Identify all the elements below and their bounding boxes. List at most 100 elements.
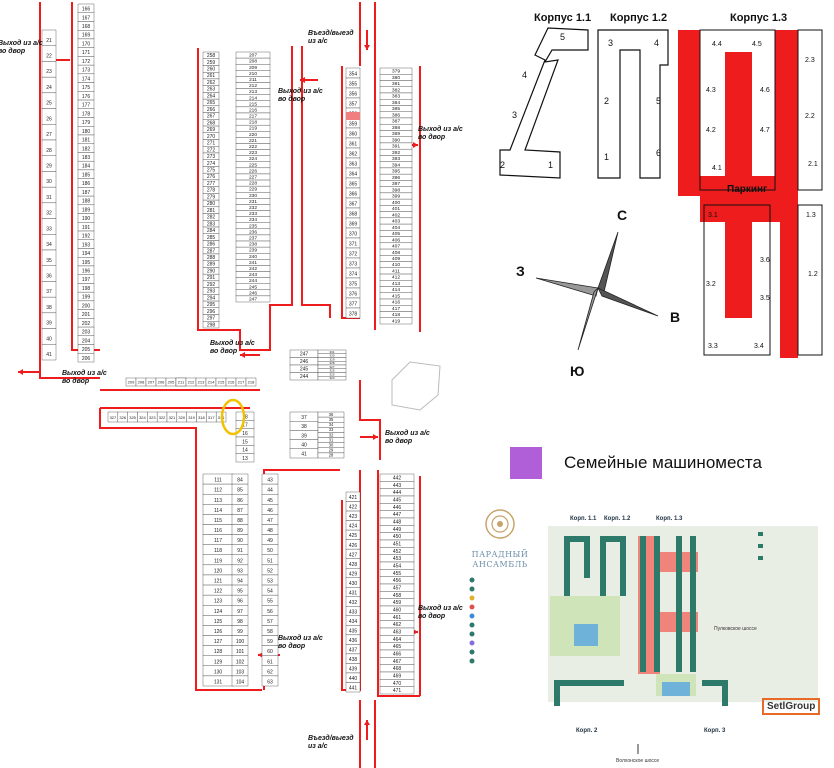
parking-spot-number: 126 xyxy=(214,629,223,635)
parking-spot-number: 213 xyxy=(198,380,205,385)
road-right-label: Пулковское шоссе xyxy=(714,626,757,632)
section-number: 4.3 xyxy=(706,87,716,94)
section-number: 3.4 xyxy=(754,343,764,350)
parking-spot-number: 274 xyxy=(207,161,216,167)
compass-north: С xyxy=(617,207,628,223)
parking-spot-number: 131 xyxy=(214,679,223,685)
parking-spot-number: 47 xyxy=(267,518,273,524)
parking-footprint xyxy=(678,30,798,358)
parking-spot-number: 397 xyxy=(392,181,401,187)
parking-spot-number: 210 xyxy=(249,71,257,77)
entry-exit-label-bottom: Въезд/выезд из а/с xyxy=(308,735,354,750)
parking-spot-number: 22 xyxy=(46,54,52,60)
parking-spot-number: 457 xyxy=(393,586,402,592)
parking-spot-number: 113 xyxy=(214,498,222,504)
parking-spot-number: 372 xyxy=(349,252,358,258)
parking-spot-number: 269 xyxy=(207,127,216,133)
parking-spot-number: 453 xyxy=(393,556,402,562)
parking-spot-number: 241 xyxy=(249,260,257,266)
parking-spot-number: 360 xyxy=(349,132,358,138)
parking-spot-number: 355 xyxy=(349,82,358,88)
parking-spot-number: 45 xyxy=(267,498,273,504)
parking-spot-number: 215 xyxy=(218,380,225,385)
parking-spot-number: 390 xyxy=(392,137,401,143)
parking-spot-number: 232 xyxy=(249,205,257,211)
parking-spot-number: 122 xyxy=(214,589,223,595)
parking-spot-number: 60 xyxy=(267,649,273,655)
parking-spot-number: 470 xyxy=(393,681,402,687)
parking-spot-number: 209 xyxy=(249,65,257,71)
parking-spot-number: 396 xyxy=(392,175,401,181)
parking-spot-number: 429 xyxy=(349,571,358,577)
exit-label-6: Выход из а/с во двор xyxy=(385,430,430,445)
parking-spot-number: 409 xyxy=(392,256,401,262)
parking-spot-number: 62 xyxy=(267,669,273,675)
parking-spot-number: 261 xyxy=(207,73,216,79)
parking-spot-number: 172 xyxy=(82,59,91,65)
parking-spot-number: 288 xyxy=(207,255,216,261)
parking-spot-number: 29 xyxy=(46,164,52,170)
parking-spot-number: 407 xyxy=(392,244,401,250)
parking-spot-number: 392 xyxy=(392,150,401,156)
parking-spot-number: 448 xyxy=(393,520,402,526)
spot-column: 2122232425262728293031323334353637383940… xyxy=(41,29,57,361)
parking-spot-number: 189 xyxy=(82,207,91,213)
parking-spot-number: 94 xyxy=(237,579,243,585)
parking-spot-number: 367 xyxy=(349,202,358,208)
parking-spot-number: 96 xyxy=(237,599,243,605)
parking-spot-number: 240 xyxy=(249,254,257,260)
parking-spot-number: 459 xyxy=(393,600,402,606)
exit-label-5: Выход из а/с во двор xyxy=(62,370,107,385)
parking-spot-number: 28 xyxy=(46,148,52,154)
legend-label: Семейные машиноместа xyxy=(564,453,762,472)
parking-spot-number: 178 xyxy=(82,111,91,117)
parking-spot-number: 369 xyxy=(349,222,358,228)
parking-spot xyxy=(379,686,415,695)
parking-spot-number: 48 xyxy=(267,528,273,534)
parking-spot-number: 177 xyxy=(82,103,91,109)
parking-spot-number: 400 xyxy=(392,200,401,206)
building-1-1-title: Корпус 1.1 xyxy=(534,12,592,24)
parking-spot-number: 373 xyxy=(349,262,358,268)
section-number: 2 xyxy=(500,160,505,170)
parking-spot-number: 29 xyxy=(329,448,334,453)
spot-column: 3543553563573583593603613623633643653663… xyxy=(345,67,361,319)
parking-spot-number: 28 xyxy=(329,453,334,458)
parking-spot-number: 39 xyxy=(46,321,52,327)
parking-spot-number: 243 xyxy=(249,272,257,278)
parking-spot-number: 385 xyxy=(392,106,401,112)
parking-spot-number: 188 xyxy=(82,199,91,205)
parking-spot-number: 30 xyxy=(46,179,52,185)
compass-west: З xyxy=(516,263,525,279)
section-number: 3.1 xyxy=(708,212,718,219)
parking-spot-number: 175 xyxy=(82,85,91,91)
parking-spot-number: 37 xyxy=(301,415,307,421)
parking-spot-number: 403 xyxy=(392,219,401,225)
section-number: 3.3 xyxy=(708,343,718,350)
parking-spot-number: 279 xyxy=(207,194,216,200)
parking-spot-number: 365 xyxy=(349,182,358,188)
minimap-corp-1-1: Корп. 1.1 xyxy=(570,516,597,522)
parking-spot-number: 99 xyxy=(237,629,243,635)
parking-spot-number: 170 xyxy=(82,41,91,47)
parking-spot-number: 405 xyxy=(392,231,401,237)
parking-spot-number: 112 xyxy=(214,488,222,494)
parking-spot xyxy=(317,452,345,459)
parking-spot-number: 54 xyxy=(267,589,273,595)
parking-spot-number: 90 xyxy=(237,538,243,544)
building-1-3-title: Корпус 1.3 xyxy=(730,12,788,24)
minimap-corp-1-2: Корп. 1.2 xyxy=(604,516,631,522)
parking-spot-number: 359 xyxy=(349,122,358,128)
parking-spot-number: 406 xyxy=(392,237,401,243)
parking-spot-number: 381 xyxy=(392,81,401,87)
parking-spot-number: 323 xyxy=(149,415,156,420)
parking-spot-number: 467 xyxy=(393,659,402,665)
parking-spot-number: 85 xyxy=(237,488,243,494)
parking-spot-number: 398 xyxy=(392,187,401,193)
parking-spot-number: 290 xyxy=(207,268,216,274)
parking-spot-number: 97 xyxy=(237,609,243,615)
parking-spot-number: 116 xyxy=(214,528,222,534)
parking-spot-number: 318 xyxy=(198,415,205,420)
parking-spot-number: 31 xyxy=(329,437,334,442)
parking-spot-number: 260 xyxy=(207,67,216,73)
